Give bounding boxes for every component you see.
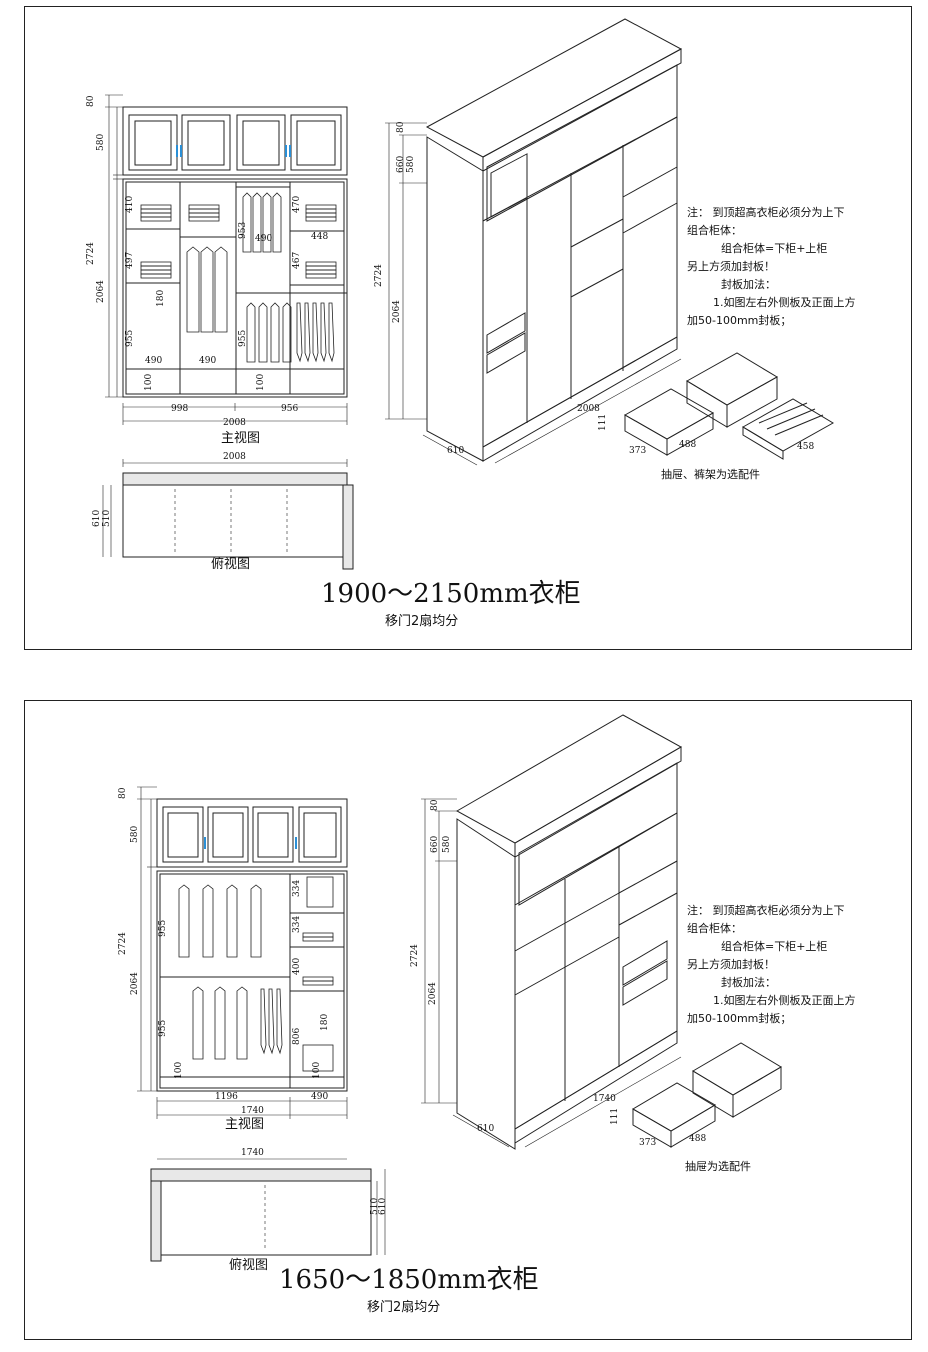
dim-2008: 2008 xyxy=(223,418,246,428)
dim-610: 610 xyxy=(378,1197,388,1215)
dim-467: 467 xyxy=(292,251,302,269)
dim-806: 806 xyxy=(292,1027,302,1045)
dim-580: 580 xyxy=(96,133,106,151)
dim-953: 953 xyxy=(238,221,248,239)
dim-80: 80 xyxy=(86,95,96,107)
dim-490: 490 xyxy=(311,1092,329,1102)
iso-dim-2724: 2724 xyxy=(410,944,420,967)
dim-100a: 100 xyxy=(174,1061,184,1079)
dim-955b: 955 xyxy=(238,329,248,347)
dim-490b: 490 xyxy=(199,356,217,366)
dim-2724: 2724 xyxy=(118,932,128,955)
dim-2064: 2064 xyxy=(130,972,140,995)
drawer-dim-111: 111 xyxy=(598,413,608,431)
dim-180: 180 xyxy=(320,1013,330,1031)
note-line: 加50-100mm封板； xyxy=(687,1012,792,1025)
front-view-label: 主视图 xyxy=(225,1117,265,1132)
wardrobe-subtitle: 移门2扇均分 xyxy=(367,1300,441,1315)
note-line: 另上方须加封板！ xyxy=(687,260,775,273)
drawer-dim-373: 373 xyxy=(639,1138,657,1148)
dim-180: 180 xyxy=(156,289,166,307)
wardrobe-title: 1900～2150mm衣柜 xyxy=(321,579,581,609)
dim-998: 998 xyxy=(171,404,189,414)
iso-dim-2724: 2724 xyxy=(374,264,384,287)
dim-2724: 2724 xyxy=(86,242,96,265)
note-line: 另上方须加封板！ xyxy=(687,958,775,971)
dim-955a: 955 xyxy=(125,329,135,347)
isometric-view-small xyxy=(421,714,782,1150)
iso-dim-610: 610 xyxy=(477,1124,495,1134)
note-line: 1.如图左右外侧板及正面上方 xyxy=(713,994,856,1007)
iso-dim-580: 580 xyxy=(442,835,452,853)
iso-dim-610: 610 xyxy=(447,446,465,456)
dim-100b: 100 xyxy=(312,1061,322,1079)
dim-334b: 334 xyxy=(292,915,302,933)
top-view-label: 俯视图 xyxy=(211,557,251,572)
note-line: 封板加法： xyxy=(721,976,776,989)
iso-dim-2064: 2064 xyxy=(392,300,402,323)
dim-100a: 100 xyxy=(144,373,154,391)
wardrobe-sheet-small: 主视图 俯视图 1650～1850mm衣柜 移门2扇均分 注： 到顶超高衣柜必须… xyxy=(24,700,912,1340)
dim-490c: 490 xyxy=(255,234,273,244)
iso-dim-80: 80 xyxy=(430,799,440,811)
dim-497: 497 xyxy=(125,251,135,269)
front-view-large xyxy=(105,94,348,425)
dim-410: 410 xyxy=(125,195,135,213)
wardrobe-title: 1650～1850mm衣柜 xyxy=(279,1265,539,1295)
iso-dim-580: 580 xyxy=(406,155,416,173)
front-view-label: 主视图 xyxy=(221,431,261,446)
iso-dim-1740: 1740 xyxy=(593,1094,616,1104)
dim-top-1740: 1740 xyxy=(241,1148,264,1158)
note-line: 组合柜体=下柜+上柜 xyxy=(721,242,828,255)
note-line: 组合柜体： xyxy=(687,922,742,935)
dim-955a: 955 xyxy=(158,919,168,937)
front-view-small xyxy=(137,786,348,1119)
top-view-label: 俯视图 xyxy=(229,1258,269,1273)
wardrobe-subtitle: 移门2扇均分 xyxy=(385,614,459,629)
dim-1740: 1740 xyxy=(241,1106,264,1116)
dim-1196: 1196 xyxy=(215,1092,238,1102)
dim-956: 956 xyxy=(281,404,299,414)
note-line: 1.如图左右外侧板及正面上方 xyxy=(713,296,856,309)
iso-dim-660: 660 xyxy=(396,155,406,173)
dim-510: 510 xyxy=(102,509,112,527)
top-view-large xyxy=(102,459,354,570)
dim-610: 610 xyxy=(92,509,102,527)
dim-955b: 955 xyxy=(158,1019,168,1037)
dim-580: 580 xyxy=(130,825,140,843)
note-line: 注： 到顶超高衣柜必须分为上下 xyxy=(687,206,845,219)
note-line: 组合柜体=下柜+上柜 xyxy=(721,940,828,953)
drawer-dim-373: 373 xyxy=(629,446,647,456)
note-line: 加50-100mm封板； xyxy=(687,314,792,327)
large-wardrobe-drawing xyxy=(102,18,834,570)
drawer-dim-111: 111 xyxy=(610,1107,620,1125)
dim-top-2008: 2008 xyxy=(223,452,246,462)
note-line: 封板加法： xyxy=(721,278,776,291)
drawer-dim-488: 488 xyxy=(679,440,697,450)
dim-470: 470 xyxy=(292,195,302,213)
accessory-note: 抽屉、裤架为选配件 xyxy=(661,468,760,481)
isometric-view-large xyxy=(385,18,834,466)
dim-100b: 100 xyxy=(256,373,266,391)
dim-490a: 490 xyxy=(145,356,163,366)
iso-dim-2064: 2064 xyxy=(428,982,438,1005)
wardrobe-sheet-large: 主视图 俯视图 1900～2150mm衣柜 移门2扇均分 注： 到顶超高衣柜必须… xyxy=(24,6,912,650)
dim-80: 80 xyxy=(118,787,128,799)
note-line: 注： 到顶超高衣柜必须分为上下 xyxy=(687,904,845,917)
accessory-note: 抽屉为选配件 xyxy=(685,1160,751,1173)
drawer-dim-458: 458 xyxy=(797,442,815,452)
note-line: 组合柜体： xyxy=(687,224,742,237)
iso-dim-2008: 2008 xyxy=(577,404,600,414)
dim-334a: 334 xyxy=(292,879,302,897)
top-view-small xyxy=(150,1158,386,1262)
iso-dim-660: 660 xyxy=(430,835,440,853)
dim-448: 448 xyxy=(311,232,329,242)
dim-400: 400 xyxy=(292,957,302,975)
drawer-dim-488: 488 xyxy=(689,1134,707,1144)
small-wardrobe-drawing xyxy=(137,714,782,1262)
iso-dim-80: 80 xyxy=(396,121,406,133)
dim-2064: 2064 xyxy=(96,280,106,303)
